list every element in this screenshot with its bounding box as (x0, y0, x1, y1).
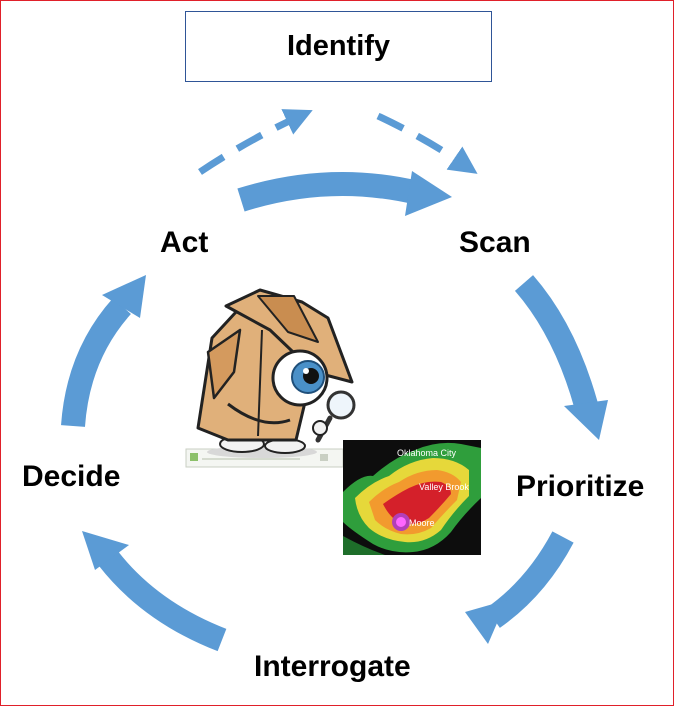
arrow-interrogate-to-decide (82, 531, 227, 652)
identify-label: Identify (286, 30, 391, 62)
radar-city-label: Valley Brook (419, 482, 469, 492)
radar-city-label: Moore (409, 518, 435, 528)
radar-image: Oklahoma City Valley Brook Moore (343, 440, 481, 555)
step-prioritize-label: Prioritize (516, 470, 645, 503)
arrow-decide-to-act (61, 275, 146, 427)
arrow-act-to-scan (237, 171, 452, 216)
step-decide-label: Decide (22, 460, 121, 493)
magnifying-glass-icon (312, 390, 356, 443)
dashed-arrow-to-identify (198, 109, 313, 175)
radar-city-label: Oklahoma City (397, 448, 457, 458)
arrow-scan-to-prioritize (514, 275, 608, 440)
identify-box: Identify (185, 11, 492, 82)
detective-eye-icon (185, 288, 354, 468)
step-scan-label: Scan (459, 226, 531, 259)
step-act-label: Act (160, 226, 209, 259)
dashed-arrow-from-identify (376, 112, 478, 174)
arrow-prioritize-to-interrogate (465, 531, 574, 644)
step-interrogate-label: Interrogate (254, 650, 411, 683)
